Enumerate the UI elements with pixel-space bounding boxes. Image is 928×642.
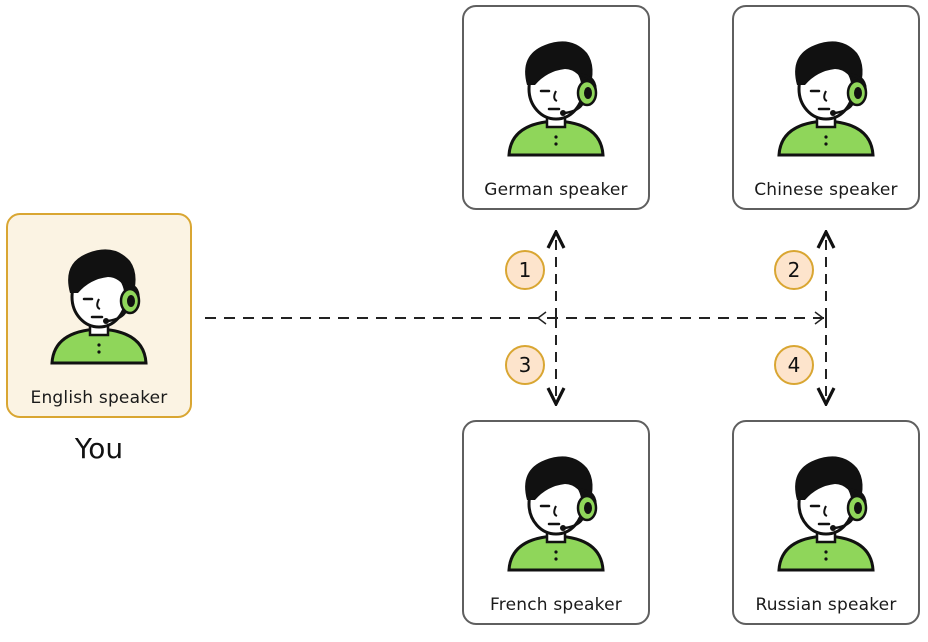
node-label: English speaker (30, 388, 168, 408)
junction-mark-2 (814, 311, 825, 325)
person-headset-icon (777, 456, 875, 572)
node-chinese-speaker: Chinese speaker (732, 5, 920, 210)
node-french-speaker: French speaker (462, 420, 650, 625)
node-label: Chinese speaker (754, 180, 898, 200)
node-label: German speaker (484, 180, 628, 200)
node-russian-speaker: Russian speaker (732, 420, 920, 625)
node-label: French speaker (490, 595, 622, 615)
you-caption: You (74, 432, 124, 465)
node-english-speaker: English speaker (6, 213, 192, 418)
step-badge-3: 3 (505, 345, 545, 385)
person-headset-icon (507, 456, 605, 572)
step-badge-2: 2 (774, 250, 814, 290)
person-headset-icon (777, 41, 875, 157)
person-headset-icon (50, 249, 148, 365)
node-german-speaker: German speaker (462, 5, 650, 210)
person-headset-icon (507, 41, 605, 157)
junction-mark-1 (536, 311, 547, 325)
step-badge-4: 4 (774, 345, 814, 385)
node-label: Russian speaker (755, 595, 897, 615)
step-badge-1: 1 (505, 250, 545, 290)
